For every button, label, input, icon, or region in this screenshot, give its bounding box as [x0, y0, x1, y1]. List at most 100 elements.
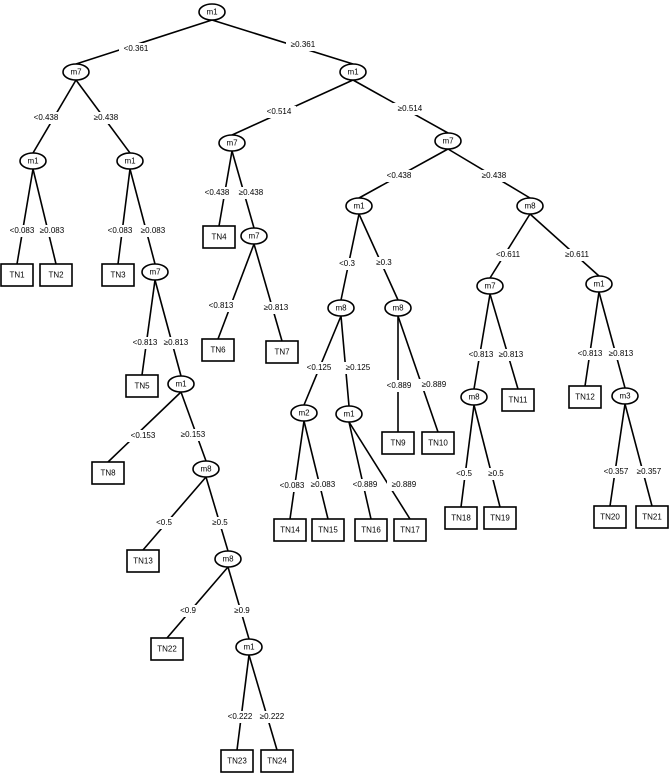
- edge-label-bg: [200, 187, 234, 199]
- node-label: TN3: [110, 271, 126, 280]
- edge-label-bg: [306, 479, 340, 491]
- split-ellipse: [327, 299, 355, 317]
- leaf-node-tn21: TN21: [635, 505, 669, 529]
- split-node-n12: m1: [167, 375, 195, 393]
- edge-label-e15: <0.813: [133, 338, 158, 347]
- edge-label-e35: <0.083: [280, 481, 305, 490]
- leaf-box: [91, 461, 125, 485]
- split-node-n9: m7: [240, 227, 268, 245]
- edge-label-e31: <0.813: [578, 349, 603, 358]
- node-label: TN12: [575, 393, 595, 402]
- edge-n19-TN17: [348, 421, 411, 520]
- split-ellipse: [218, 134, 246, 152]
- edge-label-e21: <0.611: [496, 250, 521, 259]
- edge-label-bg: [225, 605, 259, 617]
- node-label: m1: [593, 280, 605, 289]
- split-node-n19: m1: [335, 405, 363, 423]
- edge-n11-n17: [529, 213, 600, 277]
- edge-n18-TN15: [303, 420, 329, 520]
- leaf-node-tn6: TN6: [201, 338, 235, 362]
- leaf-node-tn10: TN10: [421, 431, 455, 455]
- node-label: m7: [484, 282, 496, 291]
- node-label: TN9: [390, 439, 406, 448]
- node-label: m8: [392, 304, 404, 313]
- leaf-box: [568, 385, 602, 409]
- edge-label-e10: ≥0.083: [141, 226, 166, 235]
- split-node-n6: m7: [218, 134, 246, 152]
- node-label: m1: [27, 157, 39, 166]
- edge-label-bg: [171, 605, 205, 617]
- node-label: m1: [243, 643, 255, 652]
- edge-n12-TN8: [107, 391, 182, 463]
- edge-n9-TN7: [253, 243, 283, 342]
- edge-label-bg: [159, 337, 193, 349]
- split-ellipse: [476, 277, 504, 295]
- edge-label-bg: [604, 348, 638, 360]
- edge-label-e11: <0.438: [205, 188, 230, 197]
- edge-n18-TN14: [289, 420, 305, 520]
- leaf-node-tn11: TN11: [501, 388, 535, 412]
- leaf-node-tn22: TN22: [150, 637, 184, 661]
- edge-label-bg: [234, 187, 268, 199]
- split-node-n8: m7: [141, 263, 169, 281]
- edge-label-bg: [136, 225, 170, 237]
- split-ellipse: [214, 550, 242, 568]
- leaf-node-tn8: TN8: [91, 461, 125, 485]
- edge-label-bg: [147, 517, 181, 529]
- leaf-box: [101, 263, 135, 287]
- edge-label-e14: ≥0.438: [482, 171, 507, 180]
- node-label: TN19: [490, 514, 510, 523]
- leaf-node-tn1: TN1: [0, 263, 34, 287]
- split-ellipse: [460, 388, 488, 406]
- edge-label-e6: ≥0.514: [398, 104, 423, 113]
- edge-label-e38: ≥0.889: [392, 480, 417, 489]
- node-label: TN11: [509, 396, 529, 405]
- edge-label-bg: [203, 517, 237, 529]
- split-node-n7: m7: [434, 132, 462, 150]
- edge-label-e34: ≥0.5: [212, 518, 228, 527]
- edge-label-e39: <0.5: [456, 469, 472, 478]
- edge-label-e12: ≥0.438: [239, 188, 264, 197]
- edge-label-e44: ≥0.9: [234, 606, 250, 615]
- edge-label-bg: [348, 479, 382, 491]
- leaf-node-tn23: TN23: [220, 749, 254, 773]
- edge-label-e28: ≥0.889: [422, 380, 447, 389]
- edge-label-e2: ≥0.361: [291, 40, 316, 49]
- split-node-n16: m7: [476, 277, 504, 295]
- split-node-n15: m8: [192, 460, 220, 478]
- split-node-n2: m7: [62, 63, 90, 81]
- split-node-n14: m8: [384, 299, 412, 317]
- edge-label-bg: [464, 349, 498, 361]
- edge-label-bg: [367, 257, 401, 269]
- node-label: TN17: [400, 526, 420, 535]
- node-label: m7: [149, 268, 161, 277]
- edge-n22-TN20: [609, 403, 626, 507]
- split-ellipse: [167, 375, 195, 393]
- edge-n19-TN16: [348, 421, 372, 520]
- edge-n21-n23: [227, 566, 250, 640]
- edge-n20-TN18: [460, 404, 475, 508]
- edge-label-e4: ≥0.438: [94, 113, 119, 122]
- leaf-node-tn9: TN9: [381, 431, 415, 455]
- node-label: TN14: [280, 526, 300, 535]
- node-label: m8: [524, 202, 536, 211]
- edge-n4-TN1: [16, 168, 34, 265]
- edge-label-bg: [29, 112, 63, 124]
- leaf-box: [126, 549, 160, 573]
- edge-label-bg: [128, 337, 162, 349]
- edge-n17-n22: [598, 291, 626, 389]
- edge-n14-TN10: [397, 315, 439, 433]
- edge-label-e43: <0.9: [180, 606, 196, 615]
- node-label: m8: [200, 465, 212, 474]
- leaf-node-tn15: TN15: [311, 518, 345, 542]
- leaf-box: [125, 374, 159, 398]
- split-ellipse: [335, 405, 363, 423]
- edge-label-e33: <0.5: [156, 518, 172, 527]
- leaf-box: [311, 518, 345, 542]
- leaf-node-tn7: TN7: [265, 340, 299, 364]
- edge-n17-TN12: [584, 291, 600, 387]
- leaf-box: [593, 505, 627, 529]
- leaf-node-tn14: TN14: [273, 518, 307, 542]
- edge-label-e25: <0.125: [307, 363, 332, 372]
